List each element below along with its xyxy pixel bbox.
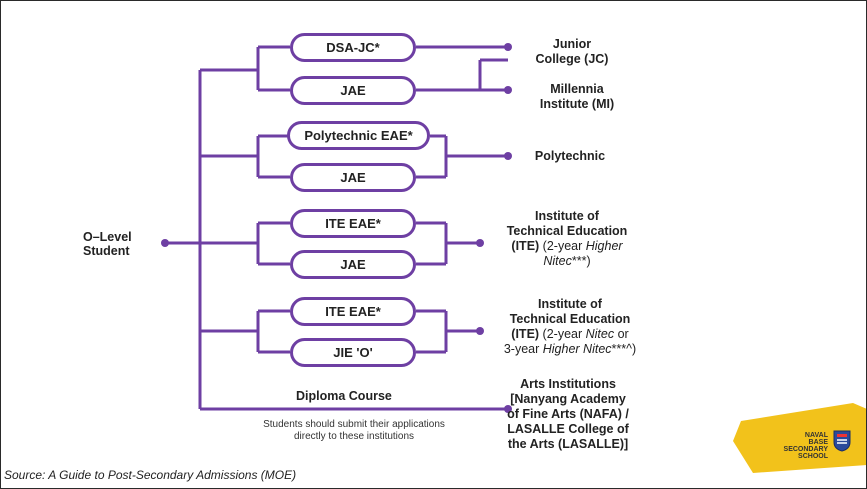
school-crest-icon — [833, 430, 851, 452]
poly-dot — [504, 152, 512, 160]
pathway-ite-eae-1: ITE EAE* — [290, 209, 416, 238]
diploma-course-label: Diploma Course — [296, 389, 392, 403]
pathway-jae-poly: JAE — [290, 163, 416, 192]
arts-dot — [504, 405, 512, 413]
start-line1: O–Level — [83, 230, 132, 244]
jc-dot — [504, 43, 512, 51]
start-dot — [161, 239, 169, 247]
destination-polytechnic: Polytechnic — [534, 149, 606, 163]
source-caption: Source: A Guide to Post-Secondary Admiss… — [4, 468, 297, 482]
start-node-label: O–Level Student — [83, 230, 132, 258]
ite-both-dot — [476, 327, 484, 335]
destination-arts-institutions: Arts Institutions [Nanyang Academy of Fi… — [507, 377, 629, 451]
destination-junior-college: Junior College (JC) — [535, 37, 609, 66]
pathway-jae-jc: JAE — [290, 76, 416, 105]
start-line2: Student — [83, 244, 130, 258]
pathway-polytechnic-eae: Polytechnic EAE* — [287, 121, 430, 150]
destination-ite-nitec: Institute of Technical Education (ITE) (… — [503, 297, 637, 356]
pathway-jie-o: JIE 'O' — [290, 338, 416, 367]
pathway-ite-eae-2: ITE EAE* — [290, 297, 416, 326]
ite-higher-dot — [476, 239, 484, 247]
destination-millennia-institute: Millennia Institute (MI) — [539, 82, 615, 111]
destination-ite-higher-nitec: Institute of Technical Education (ITE) (… — [506, 209, 628, 268]
pathway-jae-ite: JAE — [290, 250, 416, 279]
mi-dot — [504, 86, 512, 94]
diploma-note: Students should submit their application… — [263, 419, 445, 442]
pathway-dsa-jc: DSA-JC* — [290, 33, 416, 62]
school-logo-badge — [733, 403, 867, 473]
school-logo-text: NAVAL BASE SECONDARY SCHOOL — [783, 432, 828, 460]
